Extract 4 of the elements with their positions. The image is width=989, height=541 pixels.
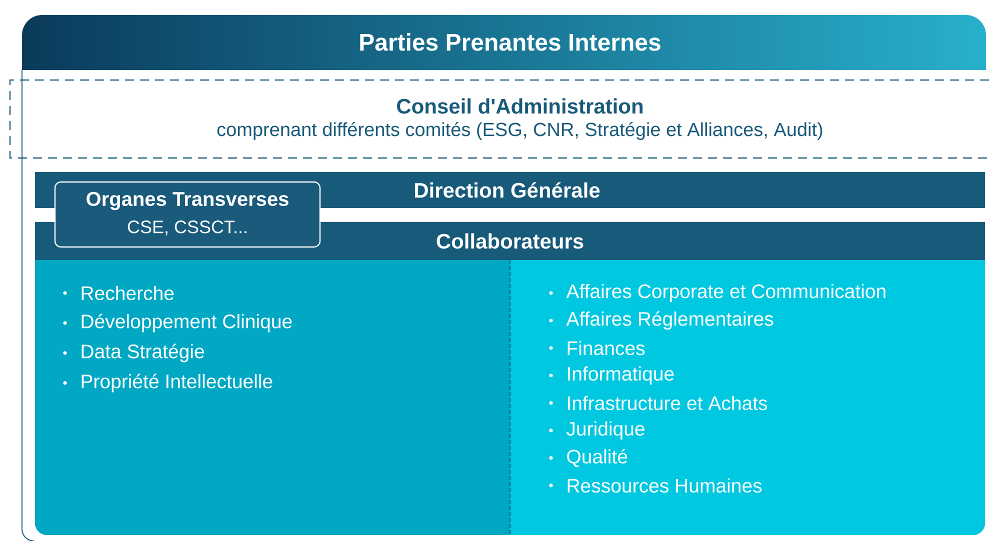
list-panel: Affaires Corporate et Communication Affaires Réglementaires Finances Informatique Infrastructure et Achats Juridique Qualité Ressources Humaines bbox=[510, 260, 985, 536]
committee-box: Organes Transverses CSE, CSSCT... bbox=[54, 181, 321, 248]
board-band: Conseil d'Administration comprenant différents comités (ESG, CNR, Stratégie et Alliances, Audit) bbox=[9, 79, 989, 159]
list-panel: Recherche Développement Clinique Data Stratégie Propriété Intellectuelle bbox=[35, 260, 510, 535]
